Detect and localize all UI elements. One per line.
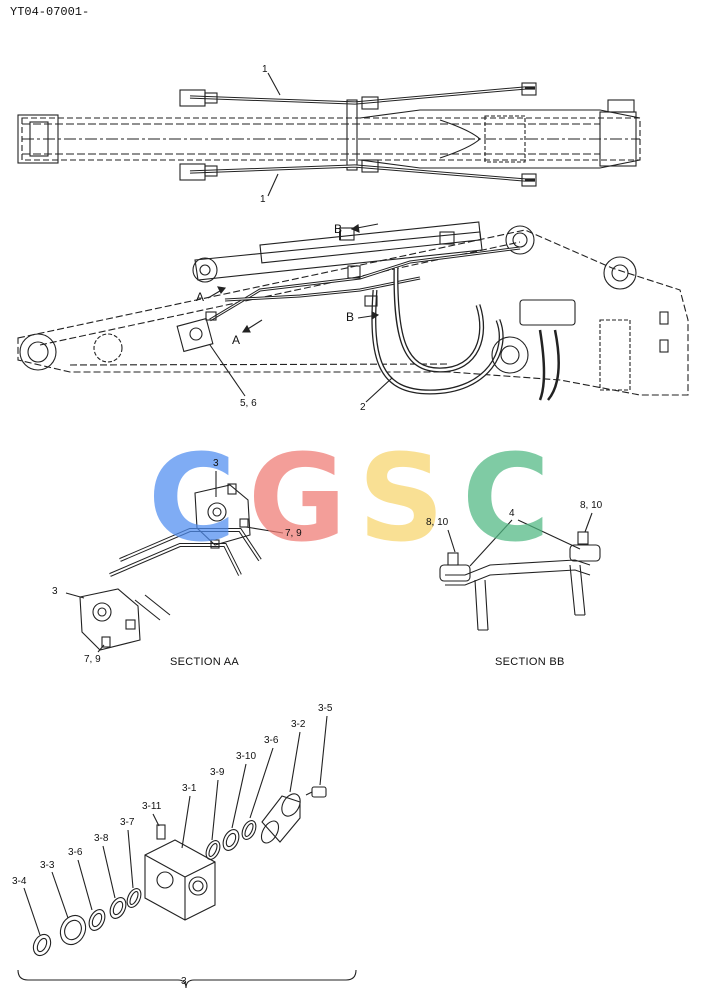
callout-aa-7-9-bottom: 7, 9 xyxy=(84,654,101,665)
callout-bb-4: 4 xyxy=(509,508,515,519)
watermark-letter-c2: C xyxy=(462,430,551,569)
boom-side-view xyxy=(17,221,689,403)
callout-3-3: 3-3 xyxy=(40,860,55,871)
callout-a-top: A xyxy=(196,290,205,304)
callout-2: 2 xyxy=(360,402,366,413)
watermark-letter-s: S xyxy=(358,430,445,569)
boom-top-view xyxy=(17,72,641,197)
exploded-block-3 xyxy=(17,715,357,989)
callout-aa-7-9-top: 7, 9 xyxy=(285,528,302,539)
callout-3-10: 3-10 xyxy=(236,751,257,762)
callout-bb-8-10-left: 8, 10 xyxy=(426,517,449,528)
callout-3-6-lower: 3-6 xyxy=(68,847,83,858)
document-id: YT04-07001- xyxy=(10,5,90,19)
section-aa-label: SECTION AA xyxy=(170,656,240,668)
section-bb-drawing xyxy=(439,512,601,631)
section-bb-label: SECTION BB xyxy=(495,656,565,668)
callout-b-top: B xyxy=(334,222,343,236)
callout-1-bottom: 1 xyxy=(260,194,266,205)
callout-5-6: 5, 6 xyxy=(240,398,257,409)
callout-1-top: 1 xyxy=(262,64,268,75)
callout-bb-8-10-right: 8, 10 xyxy=(580,500,603,511)
callout-3-5: 3-5 xyxy=(318,703,333,714)
callout-b-bottom: B xyxy=(346,310,355,324)
callout-aa-3-top: 3 xyxy=(213,458,219,469)
callout-aa-3-left: 3 xyxy=(52,586,58,597)
watermark-letter-c1: C xyxy=(148,430,237,569)
callout-3-8: 3-8 xyxy=(94,833,109,844)
callout-3-7: 3-7 xyxy=(120,817,135,828)
callout-3-11: 3-11 xyxy=(142,801,162,812)
callout-3-1: 3-1 xyxy=(182,783,197,794)
section-aa-drawing xyxy=(65,471,284,653)
callout-3-4: 3-4 xyxy=(12,876,27,887)
callout-3-9: 3-9 xyxy=(210,767,225,778)
callout-3-2: 3-2 xyxy=(291,719,306,730)
callout-a-bottom: A xyxy=(232,333,241,347)
callout-3-group: 3 xyxy=(181,976,187,987)
callout-3-6-upper: 3-6 xyxy=(264,735,279,746)
watermark-letter-g: G xyxy=(248,430,347,569)
